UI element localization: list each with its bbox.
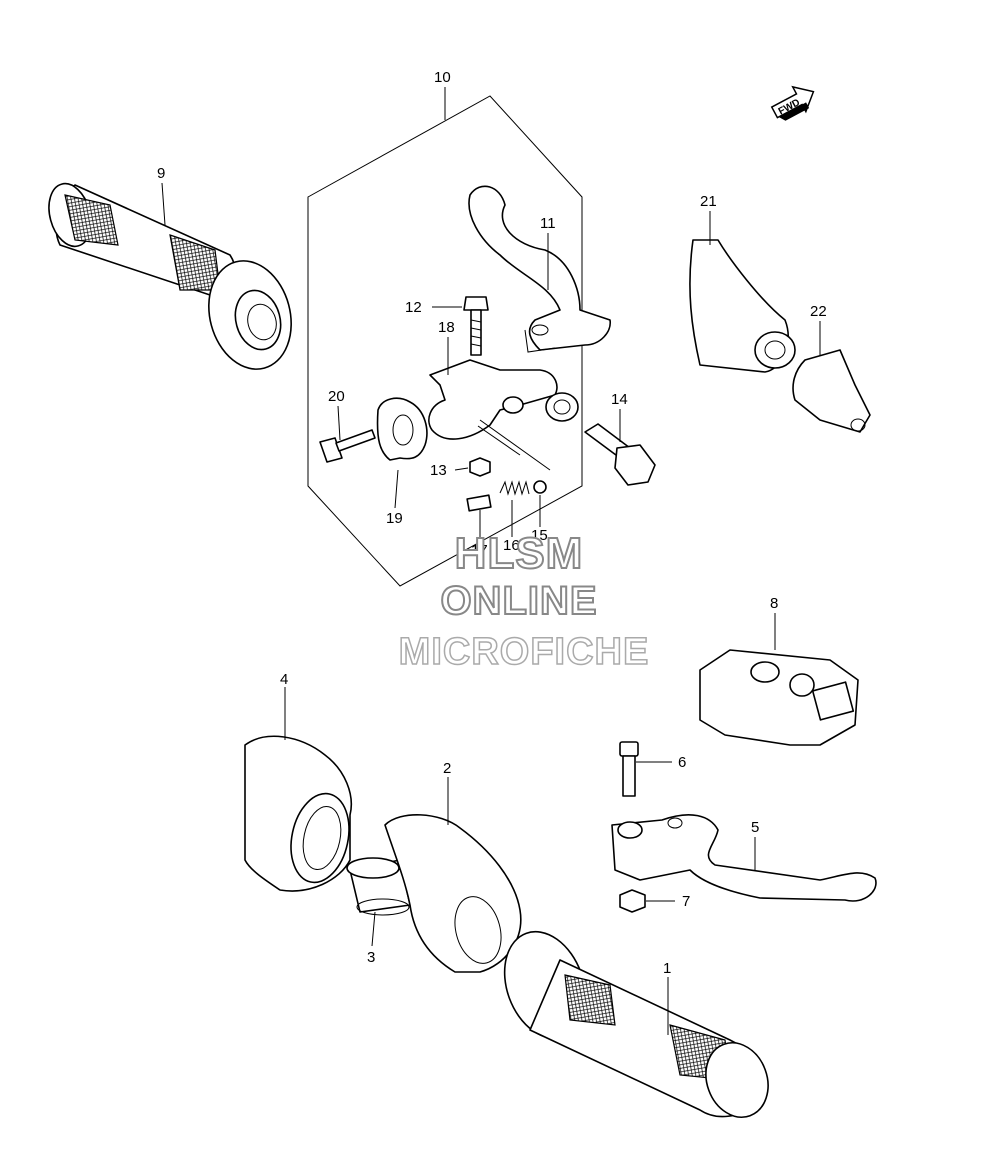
callout-4: 4 [280, 671, 288, 688]
part-16-spring [499, 480, 530, 496]
callout-13: 13 [430, 462, 447, 479]
callout-16: 16 [503, 537, 520, 554]
part-8-cover [699, 649, 859, 746]
callout-3: 3 [367, 949, 375, 966]
callout-11: 11 [540, 215, 556, 232]
watermark-line-2: ONLINE [440, 579, 597, 623]
watermark-line-3: MICROFICHE [399, 631, 650, 673]
callout-18: 18 [438, 319, 455, 336]
part-3-sleeve [346, 857, 411, 916]
watermark: HLSM ONLINE MICROFICHE [398, 528, 650, 674]
part-5-lever [611, 814, 877, 902]
part-15-ball [533, 480, 547, 494]
part-14-adjuster [584, 423, 656, 486]
part-18-bracket [428, 359, 579, 471]
part-12-bolt [463, 296, 489, 356]
callout-17: 17 [471, 542, 488, 559]
callout-22: 22 [810, 303, 827, 320]
part-13-nut [469, 457, 491, 477]
part-1-grip [503, 930, 769, 1118]
callout-labels: 10 9 11 12 18 20 14 13 19 17 16 15 21 22… [157, 69, 827, 977]
part-7-nut [619, 889, 646, 913]
callout-8: 8 [770, 595, 778, 612]
callout-19: 19 [386, 510, 403, 527]
callout-9: 9 [157, 165, 165, 182]
callout-12: 12 [405, 299, 422, 316]
callout-15: 15 [531, 527, 548, 544]
part-11-lever [468, 185, 611, 353]
callout-21: 21 [700, 193, 717, 210]
assembly-10-outline [307, 95, 583, 587]
callout-2: 2 [443, 760, 451, 777]
fwd-arrow-icon: FWD [770, 85, 815, 121]
watermark-line-1: HLSM [455, 529, 584, 578]
callout-1: 1 [663, 960, 671, 977]
part-19-clamp [376, 397, 428, 461]
callout-5: 5 [751, 819, 759, 836]
callout-14: 14 [611, 391, 628, 408]
leader-lines [161, 87, 821, 1035]
callout-10: 10 [434, 69, 451, 86]
part-21-cover [689, 239, 796, 373]
part-9-grip [48, 182, 292, 370]
part-4-housing [244, 735, 352, 892]
callout-6: 6 [678, 754, 686, 771]
callout-20: 20 [328, 388, 345, 405]
callout-7: 7 [682, 893, 690, 910]
part-6-bolt [619, 741, 639, 797]
part-20-bolt [319, 429, 376, 463]
part-22-adjuster-nut [792, 349, 871, 433]
part-17-piston [466, 494, 492, 512]
